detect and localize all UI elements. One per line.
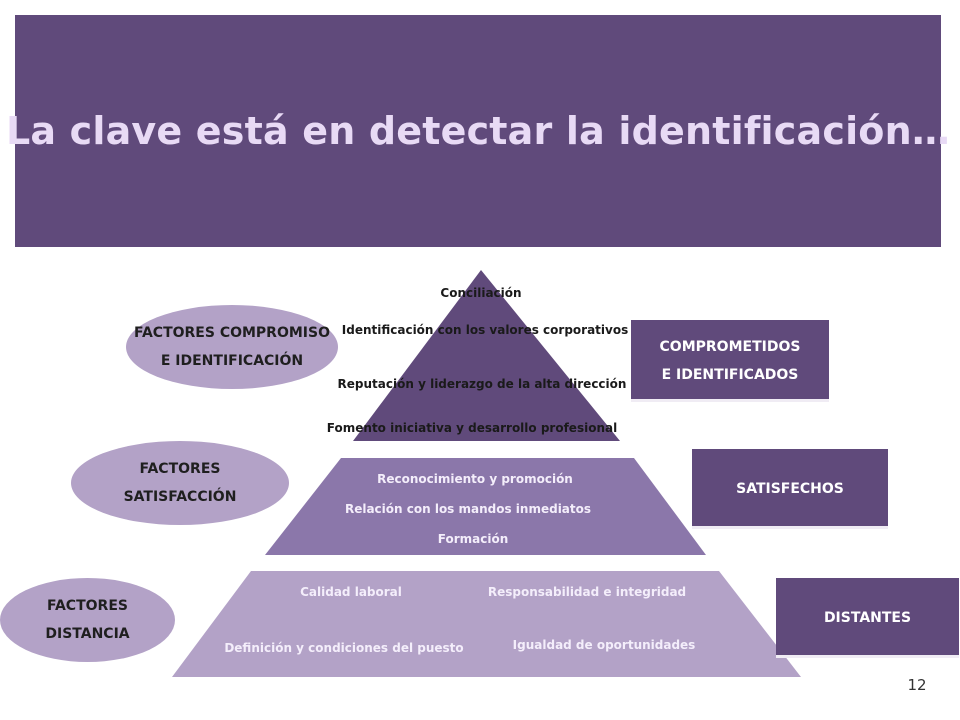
result-satisfechos-label: SATISFECHOS	[736, 481, 844, 497]
factors-distancia-line: FACTORES	[47, 598, 128, 614]
title-banner: La clave está en detectar la identificac…	[5, 15, 951, 247]
tier-bottom-item: Igualdad de oportunidades	[512, 638, 696, 652]
factors-compromiso-line: FACTORES COMPROMISO	[134, 325, 330, 341]
factors-satisfaccion-line: FACTORES	[139, 461, 221, 477]
factors-compromiso-line: E IDENTIFICACIÓN	[160, 353, 304, 369]
tier-top-item: Fomento iniciativa y desarrollo profesio…	[326, 421, 618, 435]
tier-bottom-item: Calidad laboral	[300, 585, 402, 599]
tier-bottom-item: Responsabilidad e integridad	[487, 585, 687, 599]
factors-compromiso-ellipse: FACTORES COMPROMISO E IDENTIFICACIÓN	[126, 305, 338, 389]
result-distantes-label: DISTANTES	[823, 610, 912, 626]
pyramid-tier-top	[353, 270, 620, 441]
factors-distancia-line: DISTANCIA	[45, 626, 130, 642]
page-number: 12	[907, 676, 927, 694]
tier-middle-item: Reconocimiento y promoción	[377, 472, 573, 486]
factors-satisfaccion-ellipse: FACTORES SATISFACCIÓN	[71, 441, 289, 525]
factors-distancia-ellipse: FACTORES DISTANCIA	[0, 578, 175, 662]
tier-bottom-item: Definición y condiciones del puesto	[224, 641, 464, 655]
tier-top-item: Conciliación	[440, 286, 522, 300]
factors-satisfaccion-line: SATISFACCIÓN	[123, 489, 237, 505]
result-comprometidos-box: COMPROMETIDOS E IDENTIFICADOS	[631, 320, 829, 402]
tier-top-item: Reputación y liderazgo de la alta direcc…	[337, 377, 627, 391]
result-distantes-box: DISTANTES	[776, 578, 959, 658]
pyramid-tier-bottom	[172, 571, 801, 677]
tier-middle-item: Formación	[437, 532, 509, 546]
tier-top-item: Identificación con los valores corporati…	[341, 323, 629, 337]
result-comprometidos-line: E IDENTIFICADOS	[661, 367, 799, 383]
slide-title: La clave está en detectar la identificac…	[5, 109, 951, 153]
tier-middle-item: Relación con los mandos inmediatos	[344, 502, 592, 516]
pyramid-tier-middle	[265, 458, 706, 555]
result-satisfechos-box: SATISFECHOS	[692, 449, 888, 529]
result-comprometidos-line: COMPROMETIDOS	[659, 339, 801, 355]
